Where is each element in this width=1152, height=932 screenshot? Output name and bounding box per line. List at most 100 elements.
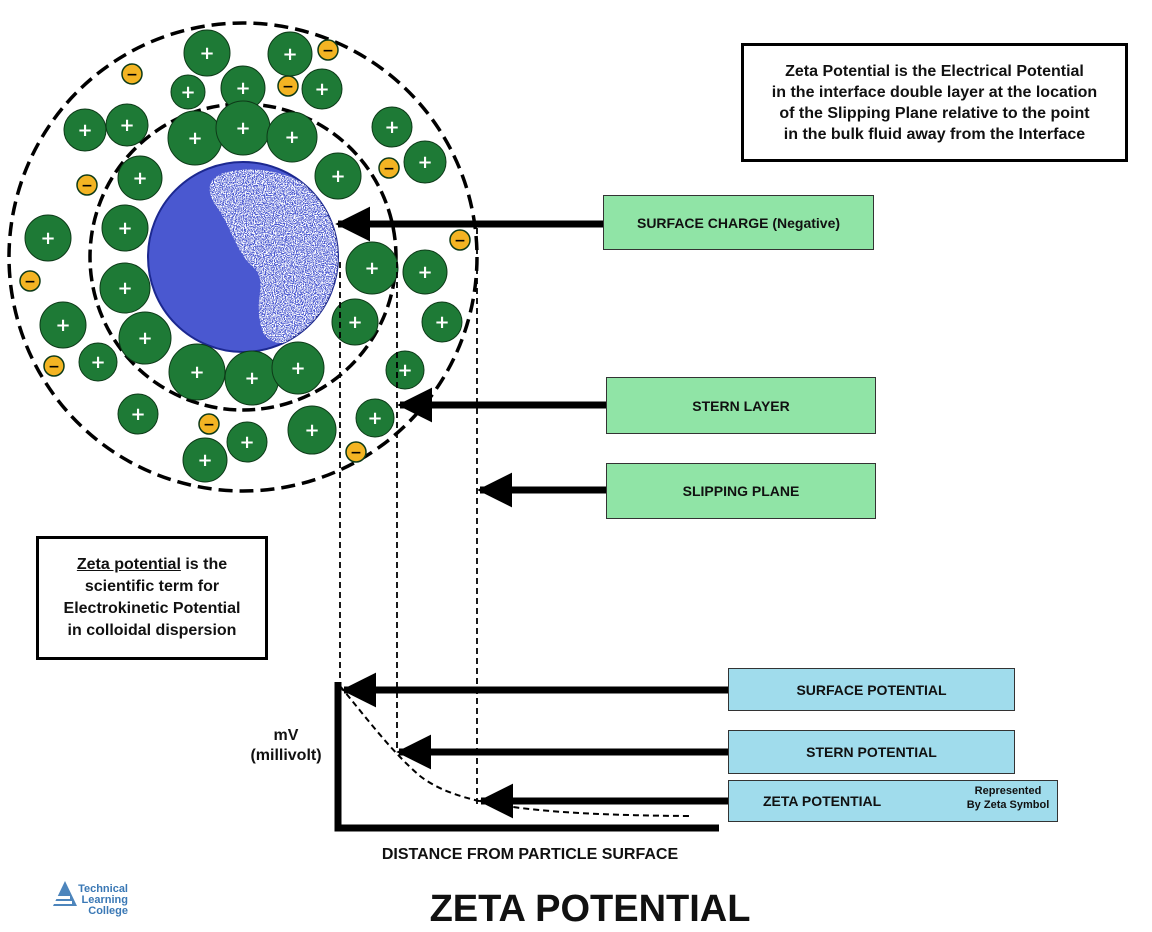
minus-sign: − — [350, 445, 362, 461]
plus-sign: + — [417, 262, 432, 283]
positive-ion: + — [271, 341, 325, 395]
zeta-note-line: Represented — [974, 785, 1042, 797]
plus-sign: + — [90, 352, 105, 373]
positive-ion: + — [183, 29, 231, 77]
stern-layer-label: STERN LAYER — [606, 377, 876, 434]
plus-sign: + — [347, 312, 362, 333]
callout-line: in the interface double layer at the loc… — [771, 83, 1098, 101]
callout-line: of the Slipping Plane relative to the po… — [779, 104, 1090, 122]
minus-sign: − — [322, 43, 334, 59]
zeta-note-line: By Zeta Symbol — [966, 799, 1050, 811]
logo-line: Learning — [81, 894, 128, 906]
negative-ion: − — [121, 63, 143, 85]
positive-ion: + — [105, 103, 149, 147]
minus-sign: − — [81, 178, 93, 194]
plus-sign: + — [137, 328, 152, 349]
plus-sign: + — [304, 420, 319, 441]
positive-ion: + — [287, 405, 337, 455]
college-logo-text: Technical Learning College — [64, 884, 128, 917]
plus-sign: + — [397, 360, 412, 381]
minus-sign: − — [24, 274, 36, 290]
plus-sign: + — [284, 127, 299, 148]
y-axis-unit-name: (millivolt) — [250, 747, 322, 764]
callout-line: Electrokinetic Potential — [63, 600, 241, 617]
plus-sign: + — [40, 228, 55, 249]
zeta-potential-label: ZETA POTENTIAL — [728, 780, 1058, 822]
negative-ion: − — [378, 157, 400, 179]
plus-sign: + — [187, 128, 202, 149]
plus-sign: + — [384, 117, 399, 138]
negative-ion: − — [277, 75, 299, 97]
plus-sign: + — [367, 408, 382, 429]
plus-sign: + — [180, 82, 195, 103]
positive-ion: + — [215, 100, 271, 156]
zeta-potential-text: ZETA POTENTIAL — [763, 793, 882, 809]
plus-sign: + — [189, 362, 204, 383]
positive-ion: + — [117, 393, 159, 435]
projection-lines — [339, 228, 478, 804]
plus-sign: + — [239, 432, 254, 453]
graph-axes — [334, 682, 719, 832]
plus-sign: + — [244, 368, 259, 389]
zeta-term-underlined: Zeta potential — [76, 556, 181, 573]
y-axis-unit: mV — [273, 727, 299, 744]
positive-ion: + — [224, 350, 280, 406]
page-title: ZETA POTENTIAL — [429, 888, 751, 930]
positive-ion: + — [170, 74, 206, 110]
plus-sign: + — [130, 404, 145, 425]
surface-potential-label: SURFACE POTENTIAL — [728, 668, 1015, 711]
positive-ion: + — [220, 65, 266, 111]
minus-sign: − — [282, 79, 294, 95]
zeta-definition-callout: Zeta Potential is the Electrical Potenti… — [741, 43, 1128, 162]
positive-ion: + — [314, 152, 362, 200]
negative-ion: − — [76, 174, 98, 196]
slipping-plane-label: SLIPPING PLANE — [606, 463, 876, 519]
plus-sign: + — [314, 79, 329, 100]
positive-ion: + — [385, 350, 425, 390]
plus-sign: + — [282, 44, 297, 65]
negative-particle — [147, 161, 339, 353]
zeta-term-callout: Zeta potential is the scientific term fo… — [36, 536, 268, 660]
positive-ion: + — [24, 214, 72, 262]
positive-ion: + — [301, 68, 343, 110]
positive-ion: + — [371, 106, 413, 148]
positive-ion: + — [117, 155, 163, 201]
positive-ion: + — [421, 301, 463, 343]
positive-ion: + — [78, 342, 118, 382]
plus-sign: + — [119, 115, 134, 136]
y-axis-label: mV (millivolt) — [236, 726, 336, 766]
positive-ion: + — [266, 111, 318, 163]
callout-line: Zeta Potential is the Electrical Potenti… — [785, 62, 1084, 80]
plus-sign: + — [77, 120, 92, 141]
minus-sign: − — [48, 359, 60, 375]
plus-sign: + — [117, 278, 132, 299]
positive-ion: + — [39, 301, 87, 349]
positive-ion: + — [345, 241, 399, 295]
positive-ion: + — [101, 204, 149, 252]
logo-line: Technical — [78, 883, 128, 895]
positive-ion: + — [331, 298, 379, 346]
positive-ion: + — [182, 437, 228, 483]
surface-charge-label: SURFACE CHARGE (Negative) — [603, 195, 874, 250]
plus-sign: + — [290, 358, 305, 379]
negative-ion: − — [345, 441, 367, 463]
negative-ion: − — [19, 270, 41, 292]
plus-sign: + — [330, 166, 345, 187]
logo-line: College — [88, 905, 128, 917]
negative-ion: − — [43, 355, 65, 377]
positive-ion: + — [118, 311, 172, 365]
negative-ion: − — [317, 39, 339, 61]
plus-sign: + — [364, 258, 379, 279]
plus-sign: + — [55, 315, 70, 336]
positive-ion: + — [168, 343, 226, 401]
negative-ion: − — [198, 413, 220, 435]
positive-ion: + — [63, 108, 107, 152]
positive-ion: + — [403, 140, 447, 184]
plus-sign: + — [417, 152, 432, 173]
positive-ion: + — [99, 262, 151, 314]
plus-sign: + — [235, 118, 250, 139]
diffuse-layer-boundary — [7, 21, 479, 493]
callout-line: scientific term for — [84, 578, 220, 595]
plus-sign: + — [197, 450, 212, 471]
positive-ion: + — [355, 398, 395, 438]
